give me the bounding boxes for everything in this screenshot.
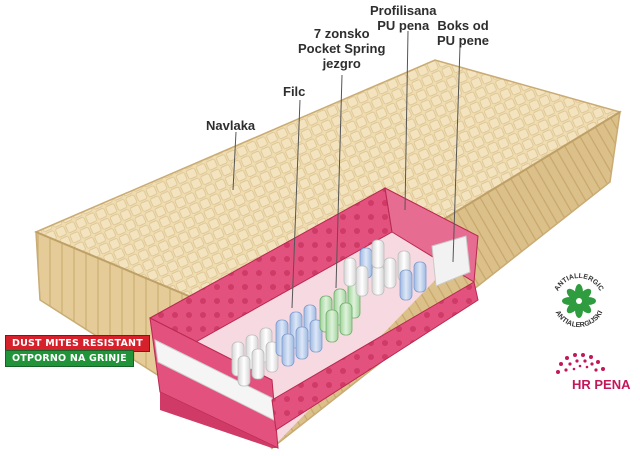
- otporno-badge: OTPORNO NA GRINJE: [5, 350, 134, 367]
- label-navlaka: Navlaka: [206, 118, 256, 133]
- cutaway-interior: [149, 187, 479, 449]
- label-profilisana: Profilisana PU pena: [370, 3, 437, 33]
- label-filc: Filc: [283, 84, 306, 99]
- profiled-foam-base: [271, 281, 479, 431]
- label-boks: Boks od PU pene: [437, 18, 490, 48]
- pocket-spring-core: [231, 239, 427, 387]
- leader-lines: [232, 30, 461, 309]
- hr-pena-logo-icon: [556, 353, 605, 374]
- antiallergic-seal: ANTIALLERGIC ANTIALERGIJSKI: [554, 273, 605, 329]
- label-pocket-spring: 7 zonsko Pocket Spring jezgro: [298, 26, 386, 71]
- brand-name: HR PENA: [572, 377, 631, 392]
